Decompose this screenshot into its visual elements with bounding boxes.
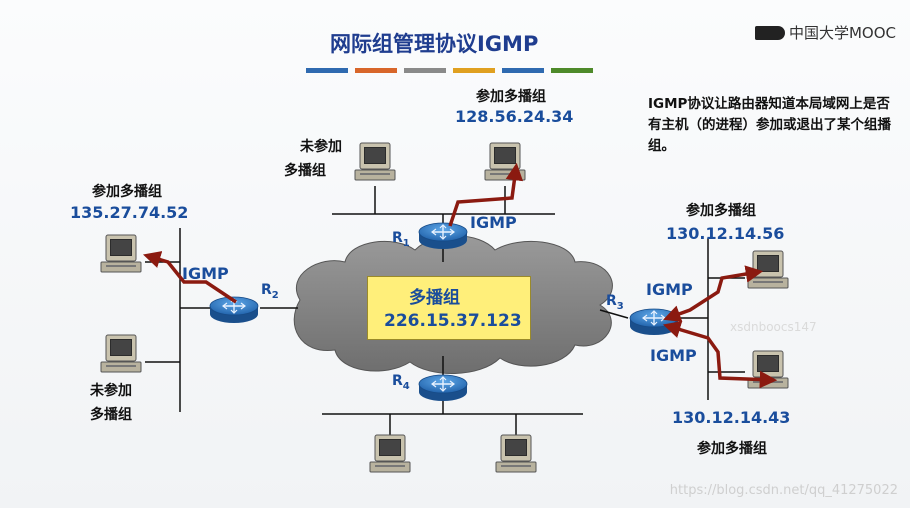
label-join-left: 参加多播组 xyxy=(92,184,162,200)
header-stripe xyxy=(453,68,495,73)
igmp-label-r3-bottom: IGMP xyxy=(650,346,697,365)
igmp-path-r3-top xyxy=(663,265,764,323)
igmp-note: IGMP协议让路由器知道本局域网上是否有主机（的进程）参加或退出了某个组播组。 xyxy=(648,96,891,154)
host-right-bottom-pc-icon xyxy=(747,350,789,389)
router-r1-icon xyxy=(418,222,468,250)
multicast-box xyxy=(367,276,531,340)
ip-top: 128.56.24.34 xyxy=(455,107,574,126)
router-r4-icon xyxy=(418,374,468,402)
igmp-path-r1 xyxy=(448,162,524,227)
faint-watermark: xsdnboocs147 xyxy=(730,320,817,334)
igmp-label-r3-top: IGMP xyxy=(646,280,693,299)
header-stripe xyxy=(404,68,446,73)
mooc-logo: 中国大学MOOC xyxy=(754,22,896,43)
ip-left: 135.27.74.52 xyxy=(70,203,189,222)
logo-mark-icon xyxy=(754,25,785,40)
router-label-r3: R3 xyxy=(606,293,624,312)
label-notjoin-left-line1: 未参加 xyxy=(90,383,132,399)
label-join-top: 参加多播组 xyxy=(476,89,546,105)
host-bottom-right-pc-icon xyxy=(495,434,537,473)
multicast-address: 226.15.37.123 xyxy=(384,311,522,331)
igmp-path-r2 xyxy=(142,251,237,304)
host-right-top-pc-icon xyxy=(747,250,789,289)
router-label-r2: R2 xyxy=(261,282,279,301)
router-r3-icon xyxy=(629,308,679,336)
csdn-watermark: https://blog.csdn.net/qq_41275022 xyxy=(669,483,898,498)
page-title: 网际组管理协议IGMP xyxy=(330,32,539,56)
ip-right-top: 130.12.14.56 xyxy=(666,224,785,243)
igmp-label-r1: IGMP xyxy=(470,213,517,232)
host-bottom-left-pc-icon xyxy=(369,434,411,473)
logo-text: 中国大学MOOC xyxy=(788,24,896,42)
ip-right-bottom: 130.12.14.43 xyxy=(672,408,791,427)
header-stripe xyxy=(502,68,544,73)
label-notjoin-top-line1: 未参加 xyxy=(300,139,342,155)
header-stripe xyxy=(306,68,348,73)
igmp-path-r3-bottom xyxy=(662,321,778,389)
label-join-right-bottom: 参加多播组 xyxy=(697,441,767,457)
multicast-title: 多播组 xyxy=(409,288,460,308)
header-stripe xyxy=(355,68,397,73)
host-left-top-pc-icon xyxy=(100,234,142,273)
igmp-paths xyxy=(142,162,778,389)
host-left-bottom-pc-icon xyxy=(100,334,142,373)
label-join-right-top: 参加多播组 xyxy=(686,203,756,219)
host-top-right-pc-icon xyxy=(484,142,526,181)
igmp-label-r2: IGMP xyxy=(182,264,229,283)
label-notjoin-left-line2: 多播组 xyxy=(90,407,132,423)
header-stripe xyxy=(551,68,593,73)
router-label-r4: R4 xyxy=(392,373,410,392)
label-notjoin-top-line2: 多播组 xyxy=(284,163,326,179)
router-label-r1: R1 xyxy=(392,230,410,249)
header-stripes xyxy=(306,68,593,73)
host-top-left-pc-icon xyxy=(354,142,396,181)
